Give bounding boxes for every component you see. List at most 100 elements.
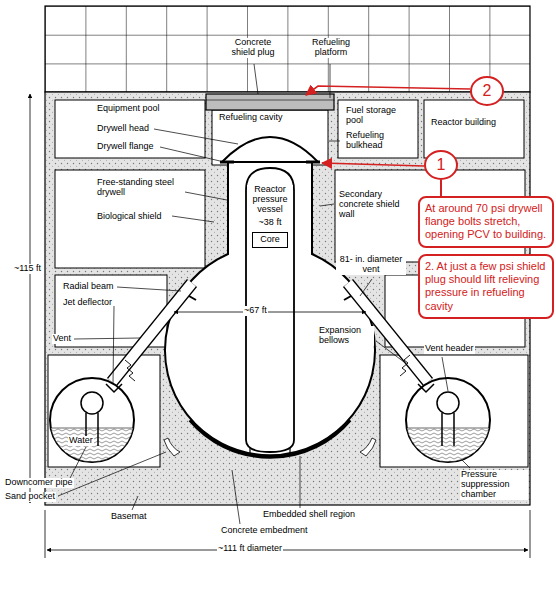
dimension-line — [174, 312, 366, 313]
flange — [306, 161, 320, 164]
suppression-chamber — [50, 378, 134, 462]
leader-line — [462, 460, 470, 468]
building-room — [55, 170, 205, 268]
expansion-bellows — [125, 355, 410, 381]
bellows — [125, 360, 135, 381]
part-label: Free-standing steel drywell — [96, 178, 184, 198]
vent-pipe — [112, 283, 192, 382]
leader-line — [160, 147, 220, 161]
downcomer — [97, 413, 99, 446]
sand-pocket — [164, 438, 180, 456]
part-label: Reactor building — [430, 118, 497, 128]
radial-beams — [182, 292, 358, 300]
part-label: Radial beam — [62, 282, 115, 292]
leader-line — [74, 338, 140, 339]
dimension-label: ~38 ft — [247, 218, 293, 228]
leader-line — [68, 447, 86, 482]
vent-pipes — [112, 283, 428, 382]
bellows — [400, 355, 410, 376]
leader-line — [58, 452, 166, 496]
building-superstructure — [45, 6, 530, 92]
pedestal — [249, 448, 250, 455]
core-box: Core — [252, 232, 288, 248]
water-pool — [51, 428, 133, 462]
leader-line — [132, 496, 138, 510]
note-text: 2. At just a few psi shield plug should … — [425, 260, 547, 313]
leader-line — [329, 141, 340, 142]
part-label: Vent header — [424, 344, 475, 354]
jet-deflector — [106, 384, 122, 392]
leader-line — [185, 192, 227, 200]
vessel-pedestal — [250, 448, 290, 455]
sand-pocket — [360, 438, 376, 456]
part-label: Basemat — [110, 512, 148, 522]
callout-circle: 2 — [470, 76, 504, 106]
vent-pipe — [112, 283, 192, 382]
extension-line — [530, 510, 531, 558]
part-label: Fuel storage pool — [345, 106, 409, 126]
vent-header — [81, 392, 103, 414]
drywell-head — [222, 137, 318, 162]
dimension-line — [30, 94, 31, 503]
dimension-label: ~115 ft — [13, 264, 42, 274]
leader-line — [172, 216, 214, 222]
part-label: Jet deflector — [62, 298, 113, 308]
note-text: At around 70 psi drywell flange bolts st… — [425, 202, 547, 242]
leader-line — [442, 357, 448, 391]
leader-line — [117, 287, 181, 291]
annotation-arrow — [306, 86, 470, 95]
part-label: Downcomer pipe — [4, 478, 74, 488]
pedestal — [289, 448, 290, 455]
part-label: Expansion bellows — [318, 326, 374, 346]
leader-line — [254, 64, 258, 94]
dimension-label: ~67 ft — [243, 306, 268, 316]
flange — [220, 161, 234, 164]
part-label: 81- in. diameter vent — [336, 255, 406, 275]
leader-line — [232, 470, 240, 524]
leader-line — [360, 279, 372, 296]
shield-plug — [206, 94, 334, 110]
refueling-platform — [206, 100, 334, 101]
downcomer — [441, 413, 443, 446]
leader-line — [300, 456, 301, 508]
part-label: Drywell head — [96, 124, 150, 134]
leader-lines — [58, 64, 470, 524]
part-label: Equipment pool — [96, 104, 161, 114]
part-label: Biological shield — [96, 212, 163, 222]
note-box: At around 70 psi drywell flange bolts st… — [418, 196, 554, 248]
torus-room — [380, 355, 528, 467]
box-text: Core — [254, 235, 286, 245]
fuel-storage-pool — [338, 100, 418, 158]
part-label: Refueling bulkhead — [345, 131, 409, 151]
part-label: Water — [68, 436, 94, 446]
refueling-cavity — [212, 110, 328, 165]
downcomers — [86, 413, 454, 446]
jet-deflector — [418, 384, 434, 392]
vent-header — [437, 392, 459, 414]
part-label: Reactor pressure vessel — [247, 185, 293, 215]
leader-line — [330, 64, 331, 98]
part-label: Refueling cavity — [218, 113, 284, 123]
part-label: Drywell flange — [96, 142, 155, 152]
part-label: Sand pocket — [4, 492, 56, 502]
part-label: Secondary concrete shield wall — [338, 190, 410, 220]
part-label: Vent — [52, 334, 72, 344]
callout-circle: 1 — [424, 150, 458, 180]
callout-number: 1 — [437, 156, 446, 174]
torus-room — [48, 355, 160, 467]
downcomer — [453, 413, 455, 446]
leader-line — [376, 341, 404, 362]
note-box: 2. At just a few psi shield plug should … — [418, 254, 554, 319]
dimension-line — [47, 550, 528, 551]
part-label: Embedded shell region — [262, 510, 356, 520]
leader-line — [320, 204, 334, 206]
leader-line — [113, 306, 114, 384]
water-pool — [407, 428, 489, 462]
leader-line — [154, 129, 238, 144]
annotation-arrow — [322, 163, 424, 166]
callout-connector — [440, 180, 442, 196]
part-label: Concrete embedment — [220, 526, 309, 536]
extension-line — [45, 510, 46, 558]
drywell-flange — [220, 161, 320, 164]
